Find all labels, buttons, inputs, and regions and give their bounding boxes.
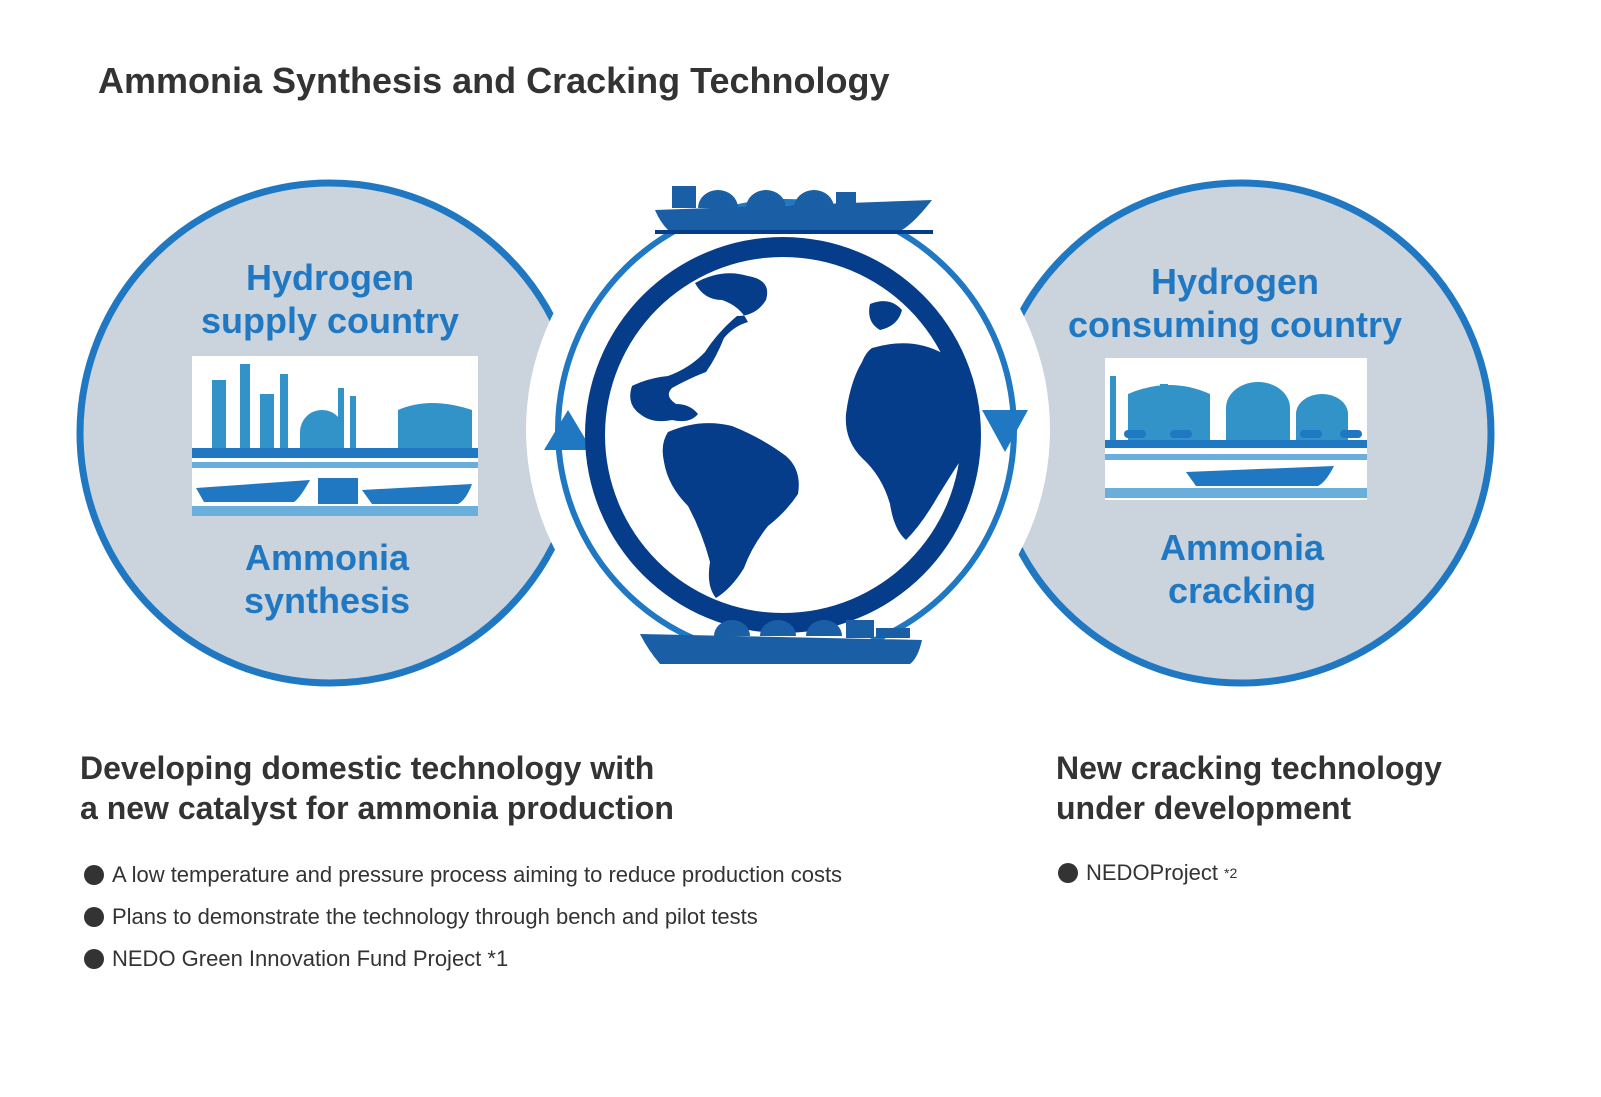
ammonia-cracking-label-line1: Ammonia [1159, 527, 1325, 568]
tanker-ship-icon-bottom [640, 620, 922, 664]
bullet-dot-icon [84, 865, 104, 885]
left-text-block: Developing domestic technology with a ne… [80, 748, 674, 828]
list-item: NEDOProject*2 [1058, 852, 1237, 894]
right-bullet-list: NEDOProject*2 [1058, 852, 1237, 894]
right-heading-line1: New cracking technology [1056, 750, 1442, 786]
footnote-ref: *2 [1224, 865, 1238, 881]
ammonia-synthesis-label-line2: synthesis [243, 580, 411, 621]
globe-icon [585, 237, 981, 633]
list-item: NEDO Green Innovation Fund Project *1 [84, 938, 842, 980]
bullet-dot-icon [84, 907, 104, 927]
bullet-dot-icon [84, 949, 104, 969]
supply-country-label-line1: Hydrogen [245, 257, 414, 298]
cracking-terminal-icon [1105, 358, 1367, 500]
list-item: A low temperature and pressure process a… [84, 854, 842, 896]
left-heading-line1: Developing domestic technology with [80, 750, 655, 786]
tanker-ship-icon-top [655, 186, 933, 234]
ammonia-synthesis-label-line1: Ammonia [244, 537, 410, 578]
supply-country-label-line2: supply country [200, 300, 460, 341]
page-title: Ammonia Synthesis and Cracking Technolog… [98, 60, 890, 101]
left-bullet-list: A low temperature and pressure process a… [84, 854, 842, 980]
right-text-block: New cracking technology under developmen… [1056, 748, 1442, 828]
consuming-country-label-line1: Hydrogen [1150, 261, 1319, 302]
ammonia-supply-chain-diagram [76, 179, 1495, 687]
ammonia-plant-icon [192, 356, 478, 516]
left-heading-line2: a new catalyst for ammonia production [80, 790, 674, 826]
ammonia-cracking-label-line2: cracking [1167, 570, 1317, 611]
list-item: Plans to demonstrate the technology thro… [84, 896, 842, 938]
bullet-dot-icon [1058, 863, 1078, 883]
consuming-country-label-line2: consuming country [1067, 304, 1403, 345]
right-heading-line2: under development [1056, 790, 1352, 826]
